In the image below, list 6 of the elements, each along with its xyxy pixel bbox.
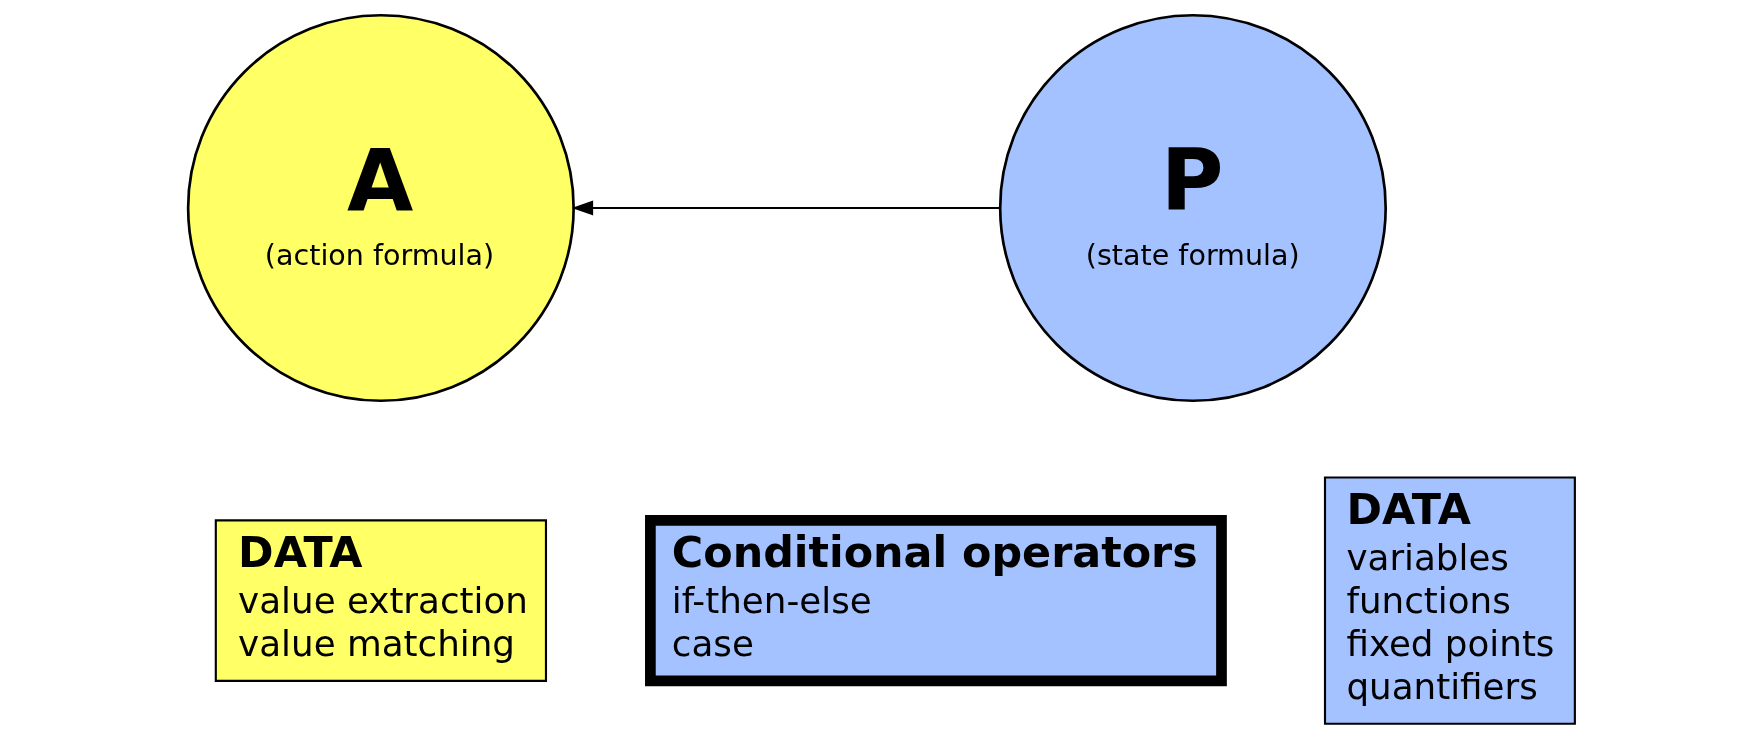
- node-box: Conditional operators if-then-else case: [644, 514, 1227, 687]
- node-box: DATA variables functions fixed points quantifiers: [1323, 476, 1576, 725]
- arrow: [571, 200, 1000, 216]
- node-circle: P (state formula): [998, 13, 1387, 403]
- node-circle: A (action formula): [186, 13, 575, 403]
- node-box: DATA value extraction value matching: [214, 519, 547, 682]
